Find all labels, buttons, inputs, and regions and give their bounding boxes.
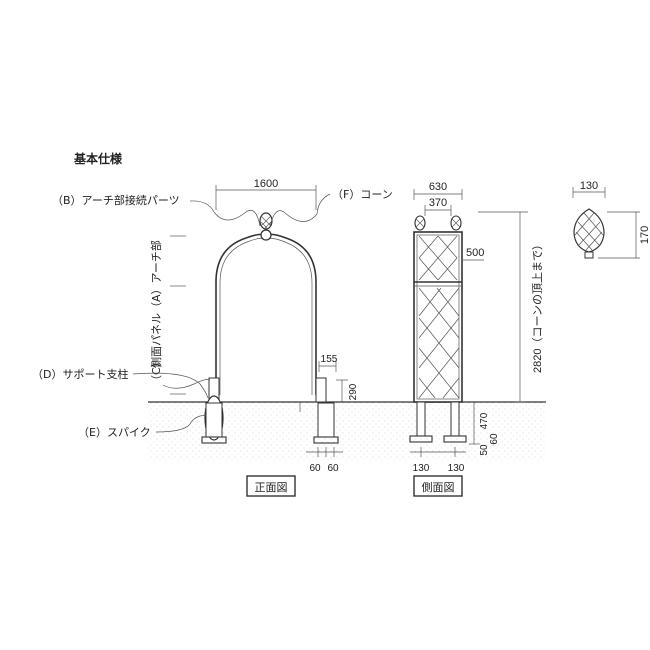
label-part-b: （B）アーチ部接続パーツ [52,193,180,207]
dim-side-inner-width: 370 [429,197,447,209]
cone-detail: 130 170 [572,180,650,259]
side-lattice-upper [418,235,458,281]
front-right-spike [317,402,335,438]
front-cone [259,212,273,230]
view-titles: 正面図 側面図 [246,475,463,497]
side-cone-right [450,215,462,231]
dim-post-height: 290 [348,383,359,400]
dim-total-height: 2820（コーンの頂上まで） [531,239,544,373]
side-left-leg [416,401,426,437]
front-view [201,212,339,444]
side-lattice-lower [418,287,460,399]
side-right-leg [450,401,460,437]
front-view-title-box [246,475,296,497]
dim-panel-top: 500 [466,247,484,259]
side-view-title-box [413,475,463,497]
front-right-post [315,377,327,403]
spec-title: 基本仕様 [73,151,123,166]
dim-side-leg-left: 130 [413,463,430,474]
label-part-c: （C） [150,356,163,386]
side-view [409,215,467,443]
label-part-d: （D）サポート支柱 [32,367,128,381]
front-left-spike [205,402,223,438]
front-arch [215,233,317,395]
label-part-a: 側面パネル（A）アーチ部 [149,240,163,368]
dim-front-width: 1600 [254,178,278,190]
label-part-f: （F）コーン [332,188,393,201]
front-labels: （B）アーチ部接続パーツ （F）コーン 側面パネル（A）アーチ部 （C） （D）… [32,188,393,439]
front-view-title: 正面図 [255,481,288,494]
dim-cone-height: 170 [639,226,650,244]
side-panel-frame [413,231,463,403]
dim-spike-right: 60 [327,463,339,474]
dim-base-a: 60 [489,433,500,445]
side-cone-left [414,215,426,231]
dim-underground-depth: 470 [479,412,490,429]
dim-cone-width: 130 [580,180,598,192]
front-arch-inner [219,238,313,395]
side-dimensions: 630 370 500 2820（コーンの頂上まで） 470 60 50 130… [410,181,544,474]
label-part-e: （E）スパイク [78,426,151,439]
dim-side-leg-right: 130 [448,463,465,474]
side-view-title: 側面図 [422,481,455,494]
front-dimensions: 1600 155 290 60 60 [170,178,359,474]
dim-spike-left: 60 [309,463,321,474]
dim-base-b: 50 [479,444,490,456]
arch-connector [260,229,272,241]
dim-post-width: 155 [321,354,338,365]
dim-side-total-width: 630 [429,181,447,193]
cone-base [584,251,594,259]
